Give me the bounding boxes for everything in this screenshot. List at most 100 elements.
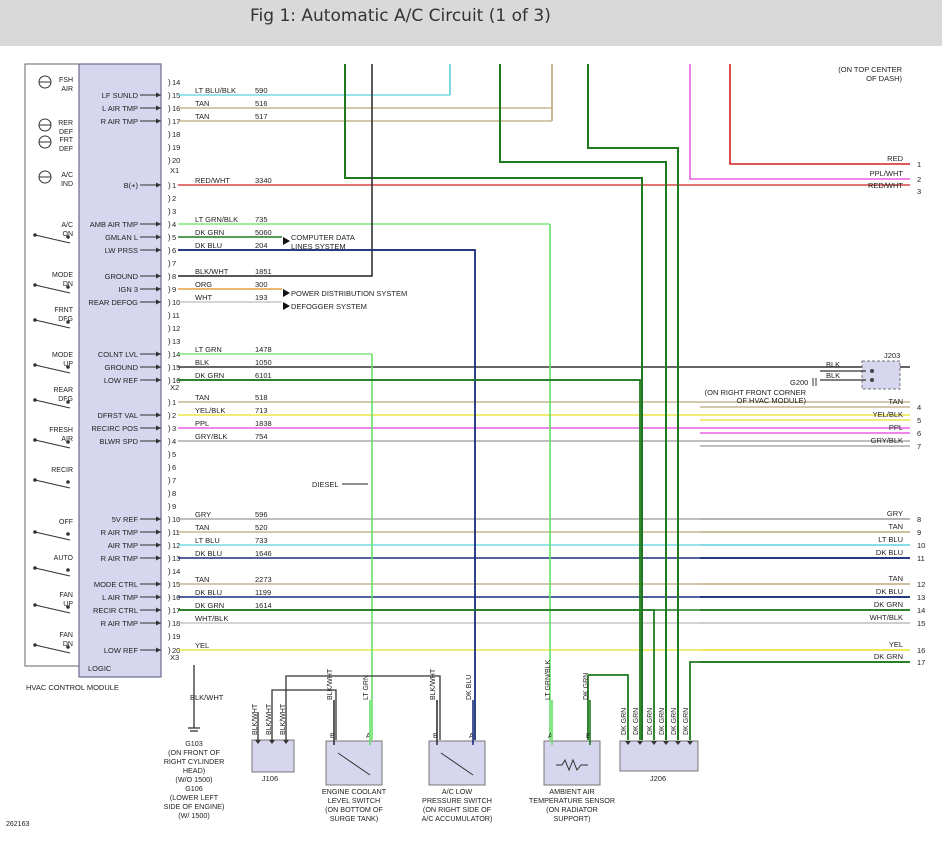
switch-label-bottom: UP <box>63 601 73 608</box>
wire <box>178 609 655 740</box>
pin-arrow-icon <box>156 594 161 600</box>
terminal-number: 5 <box>917 416 921 425</box>
switch-label-bottom: AIR <box>61 436 73 443</box>
connector-bracket: ) <box>168 376 171 385</box>
wire-color-label: DK GRN <box>195 601 224 610</box>
pin-function-label: 5V REF <box>112 515 139 524</box>
wire-color-label: DK BLU <box>195 549 222 558</box>
note-power-distribution: POWER DISTRIBUTION SYSTEM <box>291 289 407 298</box>
connector-bracket: ) <box>168 476 171 485</box>
connector-bracket: ) <box>168 593 171 602</box>
wire-color-label: GRY/BLK <box>195 432 227 441</box>
pin-number: 6 <box>172 463 176 472</box>
wire-color-label: YEL/BLK <box>195 406 225 415</box>
terminal-number: 1 <box>917 160 921 169</box>
terminal-color-label: WHT/BLK <box>870 613 903 622</box>
wire-color-label: DK BLU <box>195 241 222 250</box>
j106-label: J106 <box>262 774 278 783</box>
wire-color-label: DK GRN <box>583 673 590 700</box>
pin-arrow-icon <box>156 92 161 98</box>
connector-id-label: X2 <box>170 383 179 392</box>
switch-label-top: FAN <box>59 592 73 599</box>
terminal-color-label: YEL/BLK <box>873 410 903 419</box>
pin-arrow-icon <box>156 542 161 548</box>
switch-pivot <box>33 566 37 570</box>
switch-pivot <box>33 478 37 482</box>
switch-label-bottom: AIR <box>61 86 73 93</box>
switch-label-top: RECIR <box>51 467 73 474</box>
wire-color-label: DK GRN <box>671 708 678 735</box>
arrow-icon <box>283 289 290 297</box>
component-label: LEVEL SWITCH <box>328 796 380 805</box>
figure-title: Fig 1: Automatic A/C Circuit (1 of 3) <box>250 6 551 26</box>
terminal-color-label: RED/WHT <box>868 181 903 190</box>
arrow-icon <box>283 302 290 310</box>
j203-wire-label: BLK <box>826 371 840 380</box>
switch-label-top: FSH <box>59 77 73 84</box>
terminal-icon <box>675 741 681 745</box>
terminal-color-label: PPL/WHT <box>870 169 904 178</box>
switch-label-bottom: DN <box>63 641 73 648</box>
j106-connector <box>251 739 295 773</box>
pin-letter: A <box>548 733 553 740</box>
pin-arrow-icon <box>156 286 161 292</box>
pin-function-label: RECIRC POS <box>91 424 138 433</box>
component-label: PRESSURE SWITCH <box>422 796 492 805</box>
wire <box>178 249 476 740</box>
connector-bracket: ) <box>168 194 171 203</box>
wire-color-label: DK GRN <box>647 708 654 735</box>
circuit-number-label: 1838 <box>255 419 272 428</box>
terminal-color-label: LT BLU <box>878 535 903 544</box>
switch-contact-icon <box>34 567 71 577</box>
circuit-number-label: 6101 <box>255 371 272 380</box>
connector-bracket: ) <box>168 502 171 511</box>
terminal-icon <box>687 741 693 745</box>
pin-number: 5 <box>172 233 176 242</box>
pin-function-label: L AIR TMP <box>102 104 138 113</box>
coolant-level-switch <box>325 740 383 786</box>
circuit-number-label: 1614 <box>255 601 272 610</box>
pin-number: 1 <box>172 181 176 190</box>
wire-color-label: YEL <box>195 641 209 650</box>
pin-number: 14 <box>172 78 180 87</box>
wire-color-label: DK GRN <box>621 708 628 735</box>
pin-number: 18 <box>172 619 180 628</box>
ground-location-label: SIDE OF ENGINE) <box>164 802 225 811</box>
circuit-number-label: 204 <box>255 241 268 250</box>
switch-terminal <box>66 365 70 369</box>
pin-number: 15 <box>172 363 180 372</box>
switch-terminal <box>66 440 70 444</box>
connector-bracket: ) <box>168 311 171 320</box>
ground-location-label: (W/O 1500) <box>175 775 212 784</box>
terminal-color-label: TAN <box>889 522 903 531</box>
terminal-number: 9 <box>917 528 921 537</box>
pin-number: 15 <box>172 91 180 100</box>
wire <box>344 64 643 740</box>
connector-bracket: ) <box>168 220 171 229</box>
pin-function-label: LOW REF <box>104 376 139 385</box>
terminal-number: 10 <box>917 541 925 550</box>
switch-label-top: RER <box>58 120 73 127</box>
pin-function-label: BLWR SPD <box>99 437 138 446</box>
pin-number: 20 <box>172 156 180 165</box>
wire-color-label: DK GRN <box>659 708 666 735</box>
wire-color-label: PPL <box>195 419 209 428</box>
wire <box>689 64 910 180</box>
pin-number: 2 <box>172 411 176 420</box>
j206-label: J206 <box>650 774 666 783</box>
ground-location-label: (LOWER LEFT <box>170 793 219 802</box>
connector-bracket: ) <box>168 450 171 459</box>
switch-contact-icon <box>34 604 71 614</box>
pin-function-label: REAR DEFOG <box>88 298 138 307</box>
circuit-number-label: 754 <box>255 432 268 441</box>
pin-function-label: R AIR TMP <box>101 619 138 628</box>
wire-color-label: LT BLU <box>195 536 220 545</box>
connector-bracket: ) <box>168 541 171 550</box>
switch-pivot <box>33 530 37 534</box>
wire-color-label: BLK/WHT <box>266 703 273 735</box>
terminal-dot <box>870 378 874 382</box>
circuit-number-label: 520 <box>255 523 268 532</box>
header-bar: Fig 1: Automatic A/C Circuit (1 of 3) <box>0 0 942 46</box>
wire-color-label: LT GRN/BLK <box>545 659 552 700</box>
